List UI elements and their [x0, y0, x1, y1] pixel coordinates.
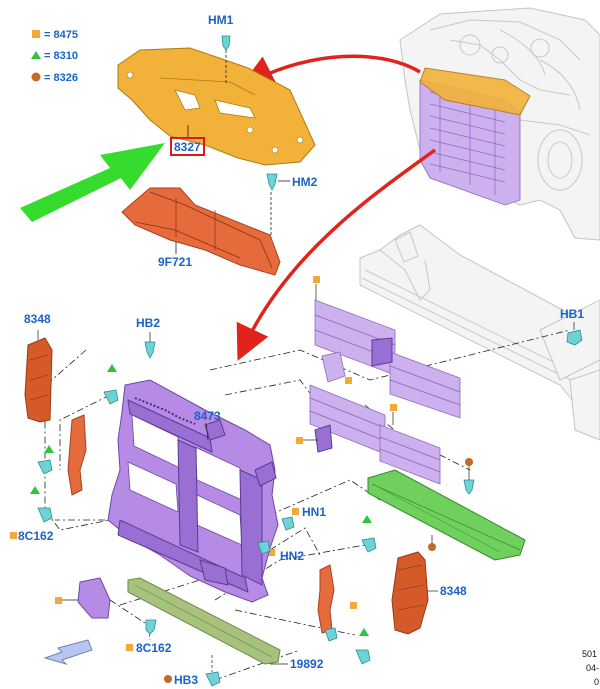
clip-hb2-icon: [144, 341, 156, 359]
clip-icon: [361, 537, 377, 553]
vehicle-front-ghost: [399, 7, 600, 241]
fastener-8310-icon: [44, 445, 54, 453]
big-green-arrow: [20, 143, 165, 222]
label-9f721: 9F721: [158, 255, 192, 269]
clip-icon: [37, 459, 53, 475]
shutter-upper: [314, 299, 461, 419]
clip-icon: [463, 479, 475, 495]
fastener-8326-icon: [465, 458, 473, 466]
fastener-8475-icon: [390, 404, 397, 411]
legend-circle-icon: [31, 72, 41, 82]
ref-line-1: 501: [582, 649, 597, 659]
front-direction-arrow-icon: [43, 639, 93, 666]
fastener-8475-icon: [350, 602, 357, 609]
clip-icon: [145, 619, 157, 635]
legend-square-icon: [32, 30, 40, 38]
clip-hm2-icon: [266, 173, 278, 191]
fastener-8310-icon: [359, 628, 369, 636]
legend-8310: = 8310: [44, 50, 78, 62]
bracket-right-small: [317, 564, 335, 634]
fastener-8475-icon: [296, 437, 303, 444]
fastener-8310-icon: [107, 364, 117, 372]
fastener-8326-icon: [164, 675, 172, 683]
clip-hn2-icon: [257, 540, 271, 555]
legend-triangle-icon: [31, 51, 41, 59]
air-deflector-green: [367, 469, 526, 561]
fastener-8475-icon: [292, 508, 299, 515]
part-8327-highlight-box: [170, 137, 205, 156]
fastener-8475-icon: [313, 276, 320, 283]
curved-arrow-shield: [239, 54, 421, 88]
fastener-8475-icon: [126, 644, 133, 651]
label-8c162-bottom: 8C162: [136, 641, 172, 655]
shield-8327: [117, 47, 316, 166]
clip-hm1-icon: [221, 35, 231, 51]
fastener-8475-icon: [55, 597, 62, 604]
label-8327: 8327: [174, 140, 201, 154]
ref-line-3: 0: [594, 677, 599, 687]
label-19892: 19892: [290, 657, 324, 671]
legend-8475: = 8475: [44, 29, 78, 41]
clip-hb3-icon: [205, 671, 221, 687]
label-8348-left: 8348: [24, 312, 51, 326]
grille-reinforcement-8473: [107, 379, 279, 603]
label-hb3: HB3: [174, 673, 198, 687]
bracket-8348-left: [24, 337, 53, 423]
fastener-8475-icon: [268, 549, 275, 556]
vehicle-shield-highlight: [419, 67, 531, 116]
label-hb2: HB2: [136, 316, 160, 330]
clip-icon: [324, 627, 338, 642]
clip-icon: [37, 507, 53, 523]
lower-deflector-19892: [127, 577, 281, 665]
label-hm1: HM1: [208, 13, 234, 27]
label-hm2: HM2: [292, 175, 318, 189]
fastener-8475-icon: [345, 377, 352, 384]
label-hn1: HN1: [302, 505, 326, 519]
clip-icon: [355, 649, 371, 665]
label-8473: 8473: [194, 409, 221, 423]
ref-line-2: 04-: [586, 663, 599, 673]
fastener-8326-icon: [428, 543, 436, 551]
fastener-8310-icon: [30, 486, 40, 494]
clip-hb1-icon: [566, 329, 583, 346]
label-8348-right: 8348: [440, 584, 467, 598]
clip-icon: [103, 389, 119, 405]
legend: = 8475 = 8310 = 8326: [31, 29, 78, 84]
duct-9f721: [121, 187, 281, 276]
clip-hn1-icon: [281, 516, 295, 531]
label-hn2: HN2: [280, 549, 304, 563]
label-hb1: HB1: [560, 307, 584, 321]
label-8c162-left: 8C162: [18, 529, 54, 543]
bracket-left-small: [67, 414, 87, 496]
curved-arrow-grille: [236, 148, 437, 361]
fastener-8475-icon: [10, 532, 17, 539]
lower-bracket-purple: [77, 577, 111, 619]
shutter-lower: [309, 384, 441, 485]
bracket-8348-right: [391, 551, 429, 635]
legend-8326: = 8326: [44, 72, 78, 84]
fastener-8310-icon: [362, 515, 372, 523]
